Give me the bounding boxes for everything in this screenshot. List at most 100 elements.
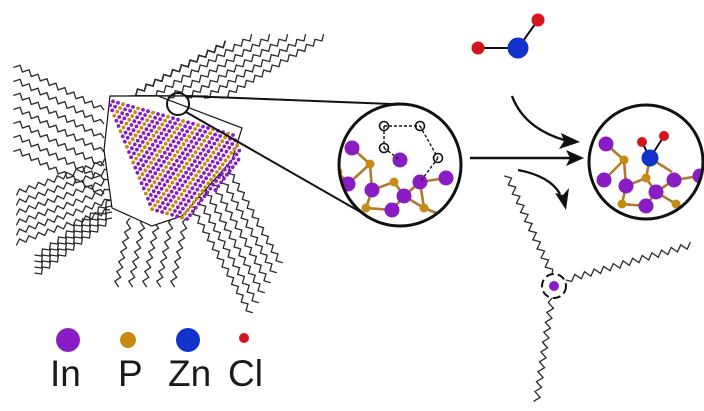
lattice-atom [115, 109, 120, 114]
lattice-atom [232, 147, 237, 152]
lattice-atom [141, 163, 146, 168]
lattice-atom [185, 129, 190, 134]
lattice-atom [148, 169, 153, 174]
lattice-atom [151, 189, 156, 194]
lattice-atom [178, 146, 183, 150]
lattice-atom [168, 207, 172, 212]
lattice-atom [185, 161, 189, 166]
lattice-atom [144, 182, 149, 187]
lattice-atom [182, 188, 187, 193]
phosphorus-atom [361, 203, 371, 213]
lattice-atom [118, 129, 123, 134]
lattice-atom [185, 152, 190, 157]
lattice-atom [176, 140, 181, 145]
phosphorus-atom [365, 159, 375, 169]
lattice-atom [209, 145, 214, 150]
lattice-atom [180, 128, 185, 132]
lattice-atom [151, 110, 155, 115]
lattice-atom [116, 100, 120, 105]
lattice-atom [150, 151, 154, 156]
ligand-chain [185, 33, 289, 99]
lattice-atom [162, 127, 167, 132]
lattice-atom [119, 120, 124, 125]
lattice-atom [177, 187, 182, 192]
lattice-atom [194, 196, 199, 201]
lattice-atom [206, 126, 210, 130]
ligand-chain [13, 134, 105, 181]
lattice-atom [190, 163, 194, 167]
ligand-chain [15, 198, 111, 236]
lattice-atom [225, 163, 230, 168]
lattice-atom [237, 148, 242, 153]
lattice-atom [137, 120, 142, 125]
lattice-atom [152, 157, 156, 161]
lattice-atom [214, 179, 219, 183]
lattice-atom [179, 169, 184, 174]
lattice-atom [116, 124, 121, 128]
lattice-atom [141, 131, 146, 135]
lattice-atom [145, 118, 150, 123]
lattice-atom [167, 152, 172, 157]
chlorine-atom [637, 137, 647, 147]
lattice-atom [235, 143, 240, 148]
lattice-atom [181, 174, 186, 179]
lattice-atom [212, 173, 216, 178]
lattice-atom [217, 166, 222, 171]
lattice-atom [142, 122, 147, 126]
lattice-atom [180, 183, 185, 188]
lattice-atom [183, 179, 188, 184]
lattice-atom [165, 147, 170, 151]
lattice-atom [176, 205, 180, 210]
lattice-atom [213, 155, 218, 160]
lattice-atom [227, 169, 232, 173]
lattice-atom [158, 172, 163, 177]
legend [56, 328, 249, 352]
lattice-atom [173, 176, 178, 181]
lattice-atom [217, 175, 221, 180]
indium-atom [596, 172, 612, 188]
ligand-chain [13, 78, 105, 125]
lattice-atom [135, 170, 140, 175]
lattice-atom [182, 165, 186, 170]
lattice-atom [134, 156, 139, 161]
lattice-atom [190, 130, 195, 135]
lattice-atom [154, 185, 159, 190]
lattice-atom [218, 134, 223, 138]
lattice-atom [206, 181, 211, 186]
lattice-atom [148, 193, 153, 197]
lattice-atom [197, 160, 202, 165]
lattice-atom [190, 154, 195, 158]
lattice-atom [133, 133, 138, 138]
lattice-atom [183, 147, 188, 152]
lattice-atom [157, 126, 162, 131]
lattice-atom [234, 152, 239, 157]
lattice-atom [204, 144, 209, 148]
lattice-atom [216, 184, 221, 189]
lattice-atom [200, 165, 204, 170]
lattice-atom [124, 121, 129, 126]
lattice-atom [163, 206, 167, 211]
lattice-atom [176, 196, 181, 201]
surface-highlight-circle [166, 92, 190, 116]
lattice-atom [165, 156, 169, 160]
lattice-atom [159, 186, 164, 191]
surface-zoom-circle [337, 102, 463, 228]
lattice-atom [146, 187, 151, 192]
lattice-atom [182, 133, 187, 138]
lattice-atom [226, 154, 231, 159]
dashed-bond [383, 147, 401, 161]
lattice-atom [150, 119, 155, 124]
lattice-atom [145, 150, 149, 155]
lattice-atom [163, 141, 168, 146]
lattice-atom [188, 148, 193, 153]
lattice-atom [174, 167, 179, 172]
lattice-atom [135, 138, 140, 143]
lattice-atom [196, 123, 200, 128]
ligand-chain [211, 159, 277, 274]
lattice-atom [127, 150, 131, 154]
lattice-atom [178, 210, 182, 215]
lattice-atom [171, 171, 176, 176]
ligand-chains [13, 33, 325, 314]
lattice-atom [173, 200, 178, 204]
lattice-atom [166, 138, 171, 142]
